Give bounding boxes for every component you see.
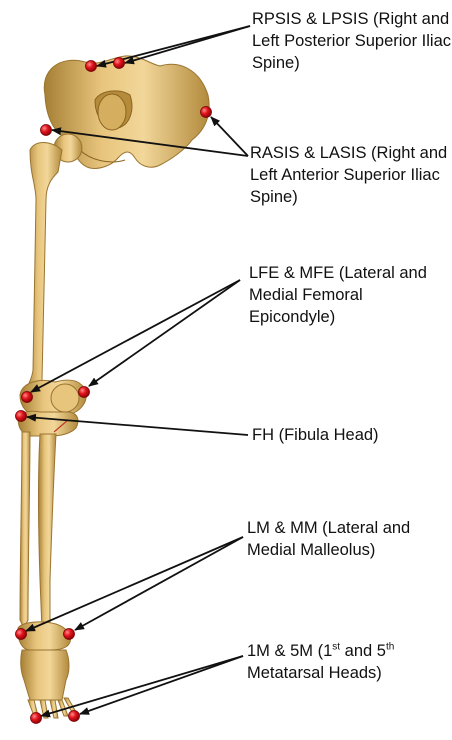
marker-mm bbox=[64, 629, 75, 640]
marker-lasis bbox=[201, 107, 212, 118]
arrow-5m bbox=[80, 656, 243, 714]
marker-mfe bbox=[79, 387, 90, 398]
label-meta-part2: and 5 bbox=[340, 642, 386, 660]
marker-lfe bbox=[22, 392, 33, 403]
arrow-lfe bbox=[31, 280, 240, 392]
marker-lm bbox=[16, 629, 27, 640]
marker-lpsis bbox=[114, 58, 125, 69]
marker-rpsis bbox=[86, 61, 97, 72]
label-meta-part3: Metatarsal Heads) bbox=[247, 664, 382, 682]
label-fibula-head: FH (Fibula Head) bbox=[252, 424, 452, 446]
knee bbox=[18, 380, 86, 436]
arrow-mfe bbox=[89, 280, 240, 386]
marker-1m bbox=[31, 713, 42, 724]
arrow-1m bbox=[41, 656, 243, 716]
marker-rasis bbox=[41, 125, 52, 136]
label-meta-sup1: st bbox=[332, 642, 340, 653]
marker-fh bbox=[16, 411, 27, 422]
label-psis: RPSIS & LPSIS (Right and Left Posterior … bbox=[252, 8, 452, 74]
label-meta-part1: 1M & 5M (1 bbox=[247, 642, 332, 660]
label-femoral-epicondyle: LFE & MFE (Lateral and Medial Femoral Ep… bbox=[249, 262, 449, 328]
tibia-fibula bbox=[20, 432, 56, 631]
arrow-mm bbox=[75, 537, 243, 630]
label-malleolus: LM & MM (Lateral and Medial Malleolus) bbox=[247, 517, 452, 561]
marker-5m bbox=[69, 711, 80, 722]
arrow-lasis bbox=[211, 117, 248, 156]
label-meta-sup2: th bbox=[386, 642, 394, 653]
arrow-lm bbox=[26, 537, 243, 631]
arrow-lpsis bbox=[125, 26, 250, 63]
femur bbox=[25, 134, 82, 398]
label-asis: RASIS & LASIS (Right and Left Anterior S… bbox=[250, 142, 450, 208]
